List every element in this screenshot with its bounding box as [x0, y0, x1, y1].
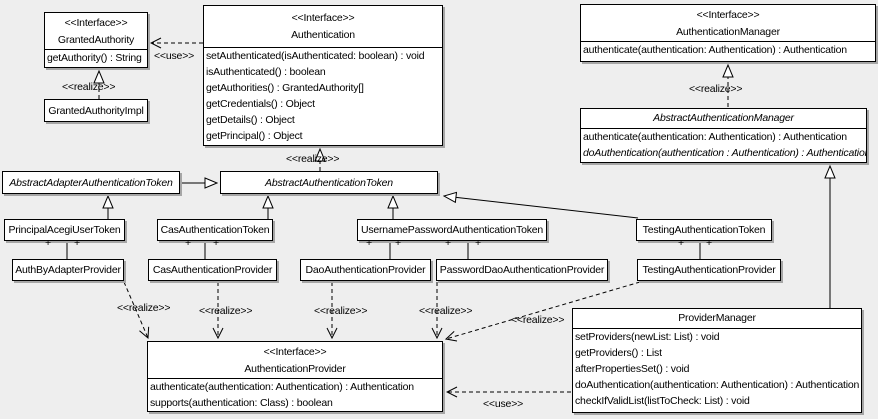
class-testing-authentication-token[interactable]: TestingAuthenticationToken — [636, 219, 772, 241]
method-row: afterPropertiesSet() : void — [575, 363, 690, 375]
realization-testing-provider — [446, 281, 641, 339]
class-name: PasswordDaoAuthenticationProvider — [439, 264, 605, 276]
method-row: getProviders() : List — [575, 347, 662, 359]
edge-label-realize: <<realize>> — [286, 153, 340, 165]
method-row: getCredentials() : Object — [206, 98, 315, 110]
class-name: PrincipalAcegiUserToken — [8, 224, 121, 236]
association-end-plus: + — [678, 237, 684, 249]
stereotype-label: <<Interface>> — [291, 12, 355, 24]
class-granted-authority-impl[interactable]: GrantedAuthorityImpl — [44, 99, 148, 122]
class-name: TestingAuthenticationToken — [642, 224, 766, 236]
compartment-separator — [573, 328, 861, 329]
association-end-plus: + — [185, 237, 191, 249]
association-end-plus: + — [45, 237, 51, 249]
class-cas-authentication-token[interactable]: CasAuthenticationToken — [157, 219, 273, 241]
class-header: <<Interface>> AuthenticationManager — [581, 5, 875, 41]
edge-label-realize: <<realize>> — [314, 305, 368, 317]
method-row: isAuthenticated() : boolean — [206, 66, 326, 78]
class-name: CasAuthenticationToken — [160, 224, 270, 236]
method-row: authenticate(authentication: Authenticat… — [583, 131, 847, 143]
class-authentication-provider[interactable]: <<Interface>> AuthenticationProvider aut… — [147, 341, 443, 412]
method-row: getPrincipal() : Object — [206, 130, 303, 142]
stereotype-label: <<Interface>> — [263, 346, 327, 358]
class-provider-manager[interactable]: ProviderManager setProviders(newList: Li… — [572, 308, 862, 413]
class-name: UsernamePasswordAuthenticationToken — [360, 224, 544, 236]
class-dao-authentication-provider[interactable]: DaoAuthenticationProvider — [300, 259, 431, 281]
class-abstract-authentication-token[interactable]: AbstractAuthenticationToken — [220, 171, 438, 194]
stereotype-label: <<Interface>> — [64, 17, 128, 29]
association-end-plus: + — [395, 237, 401, 249]
class-password-dao-authentication-provider[interactable]: PasswordDaoAuthenticationProvider — [436, 259, 608, 281]
class-header: <<Interface>> Authentication — [204, 6, 442, 47]
class-header: <<Interface>> AuthenticationProvider — [148, 342, 442, 378]
class-name: AbstractAuthenticationToken — [265, 176, 393, 189]
edge-label-realize: <<realize>> — [511, 314, 565, 326]
class-name: AbstractAdapterAuthenticationToken — [9, 176, 173, 189]
class-name: AuthByAdapterProvider — [15, 264, 121, 276]
edge-label-realize: <<realize>> — [199, 305, 253, 317]
class-authentication[interactable]: <<Interface>> Authentication setAuthenti… — [203, 5, 443, 146]
method-row: getDetails() : Object — [206, 114, 295, 126]
class-abstract-authentication-manager[interactable]: AbstractAuthenticationManager authentica… — [580, 108, 867, 163]
method-row: setAuthenticated(isAuthenticated: boolea… — [206, 50, 425, 62]
association-end-plus: + — [74, 237, 80, 249]
class-principal-acegi-user-token[interactable]: PrincipalAcegiUserToken — [4, 219, 125, 241]
method-row: setProviders(newList: List) : void — [575, 331, 720, 343]
class-auth-by-adapter-provider[interactable]: AuthByAdapterProvider — [12, 259, 124, 281]
class-name: TestingAuthenticationProvider — [642, 264, 776, 276]
class-testing-authentication-provider[interactable]: TestingAuthenticationProvider — [637, 259, 781, 281]
class-name: DaoAuthenticationProvider — [305, 264, 426, 276]
class-abstract-adapter-authentication-token[interactable]: AbstractAdapterAuthenticationToken — [2, 171, 180, 194]
class-name: GrantedAuthorityImpl — [48, 104, 144, 117]
compartment-separator — [204, 47, 442, 48]
class-header: <<Interface>> GrantedAuthority — [45, 13, 147, 49]
class-name: CasAuthenticationProvider — [152, 264, 273, 276]
class-name: GrantedAuthority — [57, 34, 135, 46]
edge-label-use: <<use>> — [154, 50, 195, 62]
class-granted-authority[interactable]: <<Interface>> GrantedAuthority getAuthor… — [44, 12, 148, 68]
edge-label-realize: <<realize>> — [419, 305, 473, 317]
class-username-password-authentication-token[interactable]: UsernamePasswordAuthenticationToken — [357, 219, 547, 241]
compartment-separator — [148, 378, 442, 379]
association-end-plus: + — [366, 237, 372, 249]
realization-authbyadapter-provider — [123, 281, 148, 338]
stereotype-label: <<Interface>> — [696, 9, 760, 21]
association-end-plus: + — [706, 237, 712, 249]
generalization-testing-token — [444, 196, 639, 219]
class-authentication-manager[interactable]: <<Interface>> AuthenticationManager auth… — [580, 4, 876, 62]
method-row: checkIfValidList(listToCheck: List) : vo… — [575, 395, 750, 407]
association-end-plus: + — [445, 237, 451, 249]
edge-label-use: <<use>> — [483, 398, 524, 410]
class-cas-authentication-provider[interactable]: CasAuthenticationProvider — [148, 259, 277, 281]
method-row: getAuthority() : String — [47, 52, 142, 64]
association-end-plus: + — [475, 237, 481, 249]
method-row: getAuthorities() : GrantedAuthority[] — [206, 82, 364, 94]
class-name: AbstractAuthenticationManager — [653, 112, 794, 124]
class-name: Authentication — [291, 29, 355, 41]
method-row: doAuthentication(authentication: Authent… — [575, 379, 860, 391]
association-end-plus: + — [213, 237, 219, 249]
compartment-separator — [581, 128, 866, 129]
method-row: authenticate(authentication: Authenticat… — [150, 381, 414, 393]
method-row: doAuthentication(authentication : Authen… — [583, 147, 866, 159]
class-name: AuthenticationManager — [676, 26, 780, 38]
compartment-separator — [45, 49, 147, 50]
method-row: supports(authentication: Class) : boolea… — [150, 397, 333, 409]
compartment-separator — [581, 41, 875, 42]
edge-label-realize: <<realize>> — [117, 302, 171, 314]
class-name: ProviderManager — [678, 312, 756, 324]
edge-label-realize: <<realize>> — [62, 81, 116, 93]
method-row: authenticate(authentication: Authenticat… — [583, 44, 847, 56]
edge-label-realize: <<realize>> — [689, 83, 743, 95]
class-name: AuthenticationProvider — [244, 363, 346, 375]
